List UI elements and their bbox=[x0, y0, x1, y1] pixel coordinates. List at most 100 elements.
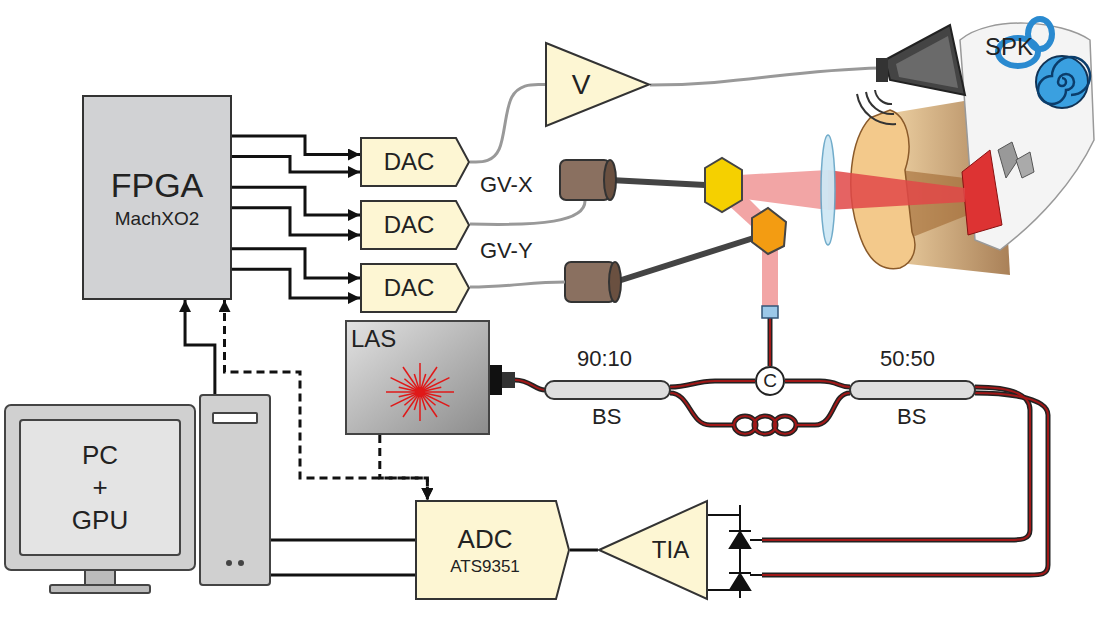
galvo-x bbox=[560, 158, 742, 212]
ear-anatomy bbox=[998, 142, 1018, 178]
signal-line bbox=[270, 539, 415, 542]
galvo-y bbox=[565, 262, 615, 302]
part-label: BS bbox=[897, 404, 926, 430]
node-outline bbox=[545, 42, 650, 127]
galvo-x bbox=[705, 158, 742, 212]
photodiode bbox=[708, 505, 762, 598]
node-outline bbox=[5, 395, 270, 595]
node-title: TIA bbox=[652, 535, 689, 565]
photodiode bbox=[708, 514, 740, 516]
optical-fiber-core bbox=[762, 387, 1030, 540]
laser-source: LAS bbox=[345, 320, 490, 435]
signal-line bbox=[232, 269, 360, 298]
node-title: DAC bbox=[384, 210, 435, 240]
optical-fiber-core bbox=[515, 380, 545, 390]
signal-line bbox=[232, 208, 360, 235]
photodiode bbox=[750, 574, 762, 576]
ear-anatomy bbox=[1038, 57, 1090, 104]
text-area: ADCATS9351 bbox=[415, 500, 555, 600]
node-subtitle: MachXO2 bbox=[115, 207, 199, 231]
fiber-collimator bbox=[762, 306, 778, 318]
signal-line bbox=[232, 249, 360, 278]
optical-fiber-core bbox=[670, 393, 734, 425]
text-area: C bbox=[755, 366, 785, 396]
fiber-coupler bbox=[545, 381, 670, 399]
node-subtitle: ATS9351 bbox=[450, 556, 520, 577]
laser-beam bbox=[828, 170, 965, 210]
optical-fiber-core bbox=[785, 381, 850, 387]
ear-anatomy bbox=[1016, 152, 1034, 178]
galvo-y bbox=[752, 208, 786, 254]
computer-drawing bbox=[213, 413, 257, 423]
signal-line bbox=[270, 574, 415, 577]
signal-wire bbox=[650, 68, 880, 85]
optical-fiber-core bbox=[515, 318, 1048, 575]
optical-fiber bbox=[515, 318, 1048, 575]
fiber-coupler bbox=[850, 381, 975, 399]
part-label: 90:10 bbox=[577, 346, 632, 372]
speaker bbox=[885, 25, 965, 95]
part-label: 50:50 bbox=[880, 346, 935, 372]
photodiode bbox=[730, 532, 750, 548]
node-shape bbox=[416, 501, 569, 599]
node-title: DAC bbox=[384, 147, 435, 177]
speaker bbox=[896, 36, 958, 88]
photodiode bbox=[750, 539, 762, 541]
optical-fiber bbox=[785, 381, 850, 387]
part-label: SPK bbox=[985, 33, 1033, 62]
computer-drawing bbox=[50, 585, 150, 593]
optical-fiber-core bbox=[734, 416, 796, 434]
galvo-y bbox=[615, 236, 760, 282]
clock-line bbox=[380, 435, 428, 500]
node-title: DAC bbox=[384, 273, 435, 303]
text-area: DAC bbox=[360, 200, 458, 250]
signal-line bbox=[232, 136, 360, 155]
ear-anatomy bbox=[960, 23, 1094, 250]
optical-fiber bbox=[734, 416, 796, 434]
part-label: GV-Y bbox=[480, 238, 533, 264]
laser-connector bbox=[502, 372, 515, 388]
optical-fiber bbox=[796, 393, 850, 425]
voltage-amplifier: V bbox=[545, 42, 650, 127]
speaker bbox=[857, 94, 896, 124]
node-shape bbox=[599, 501, 707, 599]
photodiode bbox=[729, 572, 751, 574]
computer-drawing bbox=[85, 570, 115, 585]
laser-connector bbox=[490, 365, 502, 395]
objective-lens bbox=[821, 135, 835, 245]
adc-box: ADCATS9351 bbox=[415, 500, 570, 600]
node-shape bbox=[546, 43, 649, 126]
fiber-collimator bbox=[762, 306, 778, 318]
computer-drawing bbox=[20, 420, 180, 555]
computer: PC + GPU bbox=[5, 395, 270, 595]
text-area: PC + GPU bbox=[20, 420, 180, 555]
node-shape bbox=[346, 321, 489, 434]
galvo-x bbox=[560, 160, 610, 200]
galvo-y bbox=[565, 208, 786, 302]
computer-drawing bbox=[200, 395, 270, 585]
dac-box: DAC bbox=[360, 263, 470, 313]
optical-fiber-core bbox=[670, 381, 755, 387]
optical-fiber bbox=[762, 387, 1030, 540]
speaker bbox=[857, 25, 965, 124]
ear-anatomy bbox=[851, 19, 1094, 275]
signal-line bbox=[185, 300, 215, 395]
text-area: DAC bbox=[360, 263, 458, 313]
node-title: LAS bbox=[351, 324, 396, 354]
text-area: TIA bbox=[633, 500, 708, 600]
signal-wire bbox=[470, 68, 880, 287]
part-label: BS bbox=[592, 404, 621, 430]
optical-fiber bbox=[670, 393, 734, 425]
node-shape bbox=[361, 138, 469, 186]
node-title: ADC bbox=[458, 523, 513, 556]
speaker bbox=[876, 58, 888, 82]
signal-wire bbox=[470, 282, 565, 287]
circulator: C bbox=[755, 366, 785, 396]
laser-connector bbox=[490, 365, 515, 395]
dac-box: DAC bbox=[360, 137, 470, 187]
optical-fiber-core bbox=[762, 393, 1048, 575]
computer-drawing bbox=[238, 560, 244, 566]
galvo-x bbox=[610, 180, 705, 185]
